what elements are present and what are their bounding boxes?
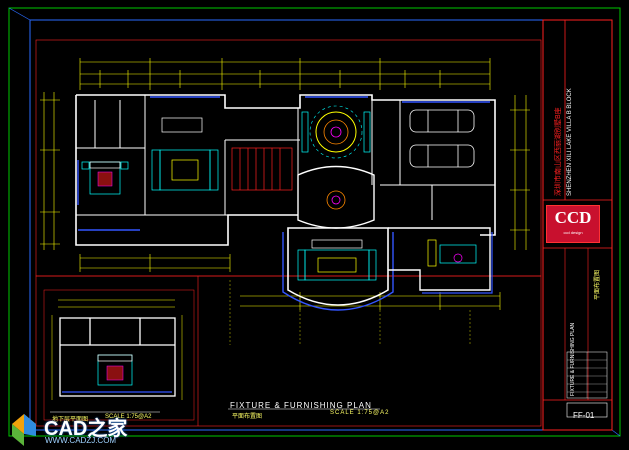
inset-bedroom-furniture — [97, 354, 133, 386]
dimension-ticks-top — [79, 58, 491, 90]
drawing-name-en: FIXTURE & FURNISHING PLAN — [570, 322, 576, 396]
grid-leaders — [229, 280, 471, 345]
living-hall-walls — [287, 227, 389, 306]
watermark-url: WWW.CADZJ.COM — [45, 436, 117, 445]
dimension-lines-top — [80, 61, 490, 85]
drawing-number: FF-01 — [573, 411, 595, 420]
watermark-brand: CAD之家 — [44, 418, 128, 440]
watermark-logo-icon — [12, 414, 36, 446]
ccd-logo-subtext: ccd design — [563, 230, 583, 235]
inset-dimension-lines — [51, 299, 183, 400]
dining-table — [309, 105, 363, 159]
living-room-furniture — [151, 117, 219, 191]
exterior-walls — [75, 94, 496, 246]
sheet-corner-line — [611, 429, 621, 437]
inset-bedroom-rug — [106, 365, 124, 381]
window-lines — [77, 96, 490, 231]
garage-cars — [409, 109, 475, 168]
main-plan-scale: SCALE 1:75@A2 — [330, 410, 390, 416]
main-plan-title-cn: 平面布置图 — [232, 414, 263, 420]
dimension-lines-bottom — [79, 254, 501, 310]
sheet-outer-border — [8, 7, 621, 437]
main-plan-title: FIXTURE & FURNISHING PLAN — [230, 401, 372, 410]
drawing-name-cn: 平面布置图 — [595, 269, 601, 300]
inset-plan-frame — [43, 289, 195, 421]
living-hall-furniture — [297, 239, 377, 281]
dimension-lines-right — [510, 95, 530, 250]
living-hall-bay-window — [282, 232, 394, 311]
title-block-table-rows — [567, 352, 607, 398]
dimension-lines-left — [40, 92, 60, 250]
bedroom-furniture — [81, 161, 129, 195]
project-name-en: SHENZHEN XILI LAKE VILLA B BLOCK — [567, 88, 573, 196]
inset-walls — [59, 317, 176, 397]
staircase — [231, 147, 293, 191]
sideboard — [363, 111, 371, 153]
foyer-rotunda — [297, 165, 375, 229]
watermark: CAD之家 WWW.CADZJ.COM — [8, 412, 148, 446]
project-name-cn: 深圳市南山区西丽湖别墅B座 — [555, 107, 562, 196]
study-window — [422, 232, 493, 294]
sideboard — [301, 111, 309, 153]
ccd-logo: CCD ccd design — [546, 205, 600, 243]
interior-walls — [76, 95, 495, 220]
study-walls — [388, 227, 491, 291]
ccd-logo-text: CCD — [554, 208, 592, 227]
inset-plan-scale: SCALE 1:75@A2 — [105, 414, 152, 420]
bedroom-rug — [97, 171, 113, 187]
drawing-no-box — [566, 402, 608, 418]
sheet-corner-line — [8, 7, 31, 21]
inset-plan-title-cn: 地下层平面图 — [52, 417, 89, 423]
title-block-frame — [542, 19, 613, 431]
study-furniture — [427, 239, 477, 267]
